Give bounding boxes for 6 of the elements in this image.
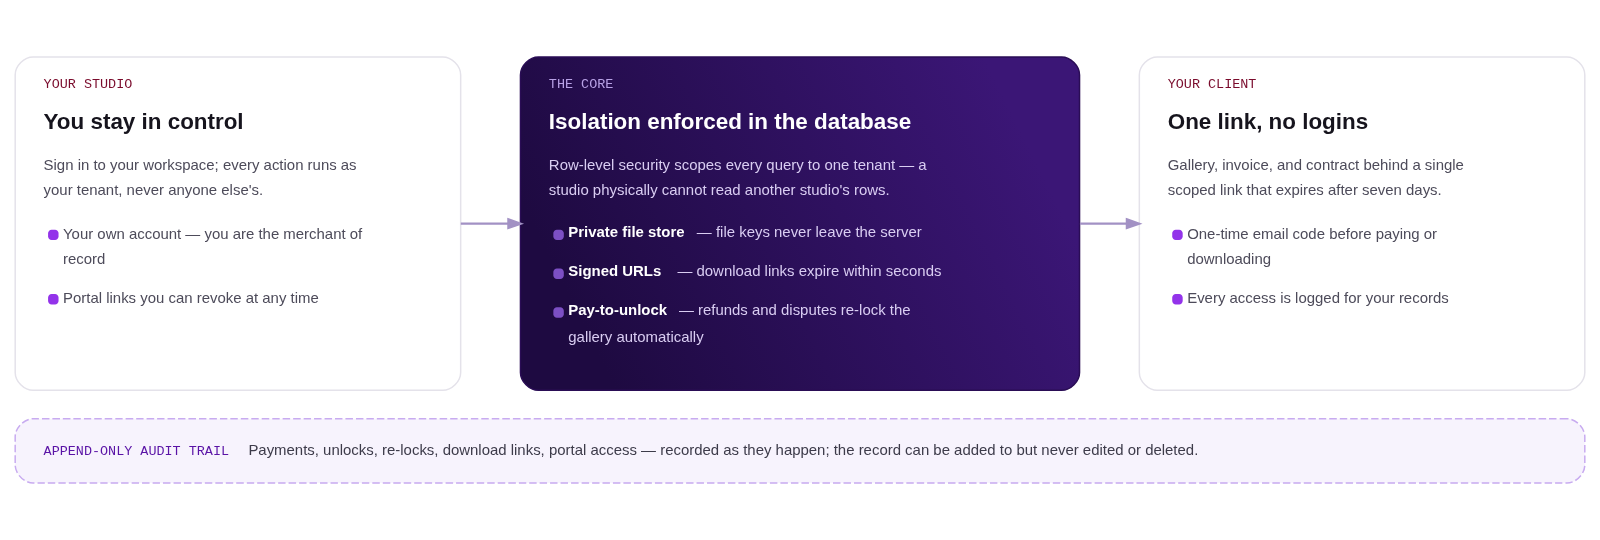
node-box: APPEND-ONLY AUDIT TRAIL Payments, unlocks, re-locks, download links, portal access — recorded as they happen; the record can be added to but never edited or deleted.: [14, 418, 1586, 484]
node-box: THE CORE Isolation enforced in the database Row-level security scopes every query to one tenant — a studio physically cannot read another studio's rows. Private file store — file keys never leave the server Signed URLs — download links expire within seconds Pay-to-unlock — refunds and disputes re-lock the gallery automatically: [519, 56, 1081, 392]
node-box: YOUR CLIENT One link, no logins Gallery, invoice, and contract behind a single scoped link that expires after seven days. One-time email code before paying or downloading Every access is logged for your records: [1138, 56, 1586, 392]
arrow: [460, 217, 525, 230]
node-box: YOUR STUDIO You stay in control Sign in to your workspace; every action runs as your tenant, never anyone else's. Your own account — you are the merchant of record Portal links you can revoke at any time: [14, 56, 462, 392]
arrow: [1079, 217, 1143, 230]
